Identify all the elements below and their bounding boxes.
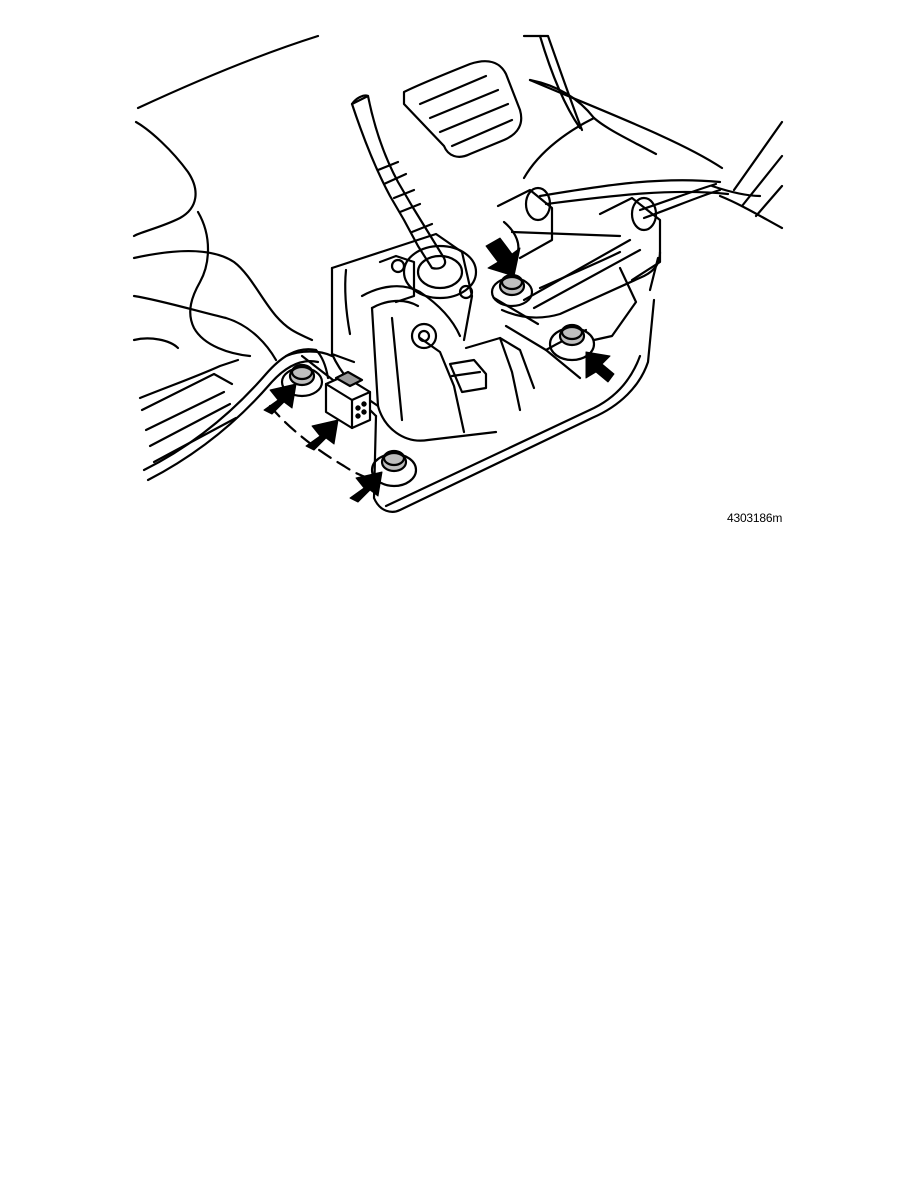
arrow-icon [349,471,383,503]
pedal-pads [402,34,584,158]
gear-shifter-assembly-drawing [132,34,784,513]
shift-cables [496,179,730,310]
floor-panel-right [522,78,784,230]
wiring-connector [324,370,372,430]
nut-front-right [548,323,596,362]
figure-reference-code: 4303186m [727,511,783,525]
arrow-icon [263,383,297,415]
arrow-icon [485,237,521,277]
shift-lever [350,94,478,300]
floor-panel-left [132,34,320,464]
callout-arrows [263,237,615,503]
arrow-icon [585,351,615,383]
nut-front-left [370,449,418,488]
nut-rear-right [490,273,534,308]
wiring-harness [142,348,372,482]
arrow-icon [305,419,339,451]
nut-left-rear [280,363,324,398]
